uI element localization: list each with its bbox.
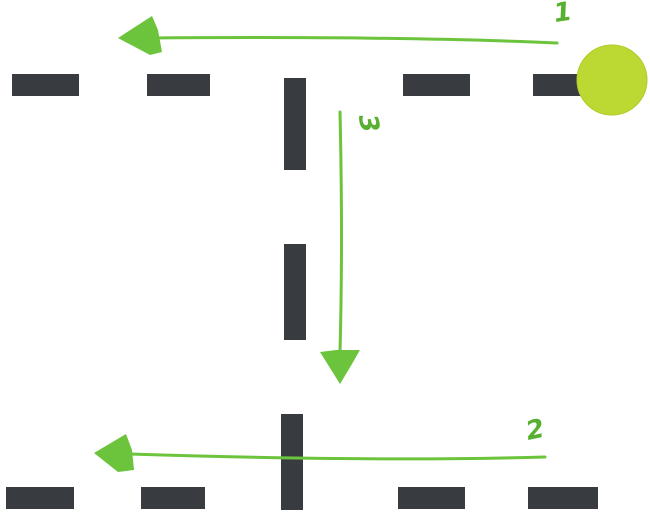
bottom-dash-4 bbox=[528, 487, 598, 509]
arrow-3 bbox=[320, 110, 360, 384]
top-dash-2 bbox=[147, 74, 210, 96]
arrow-2 bbox=[94, 434, 547, 472]
step-label-3: 3 bbox=[352, 112, 385, 135]
ball-icon bbox=[576, 44, 648, 116]
vertical-dash-2 bbox=[284, 244, 306, 340]
bottom-dash-1 bbox=[6, 487, 74, 509]
vertical-dash-3 bbox=[281, 414, 303, 510]
top-dash-3 bbox=[403, 74, 470, 96]
step-label-1: 1 bbox=[552, 0, 574, 29]
step-label-2: 2 bbox=[523, 414, 547, 447]
arrow-3-head-icon bbox=[320, 350, 360, 384]
top-dash-1 bbox=[12, 74, 79, 96]
arrow-1-head-icon bbox=[118, 16, 162, 55]
bottom-dash-3 bbox=[398, 487, 465, 509]
top-dash-4 bbox=[533, 74, 585, 96]
bottom-dash-2 bbox=[141, 487, 205, 509]
arrow-1 bbox=[118, 16, 559, 55]
arrow-2-head-icon bbox=[94, 434, 134, 472]
vertical-dash-1 bbox=[284, 78, 306, 170]
